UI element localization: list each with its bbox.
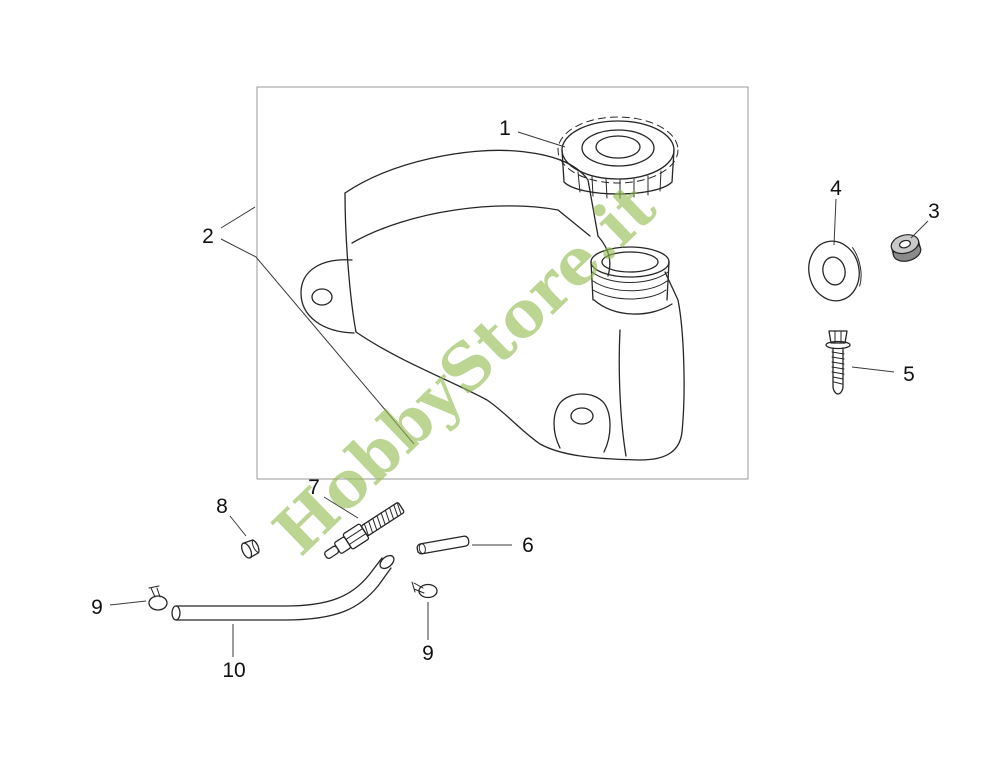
clamp-ring: [148, 595, 168, 611]
cap-knurl-edge: [557, 116, 679, 184]
cap-center-dome: [595, 135, 641, 159]
neck-opening-ellipse: [601, 251, 659, 273]
clamp-ears: [411, 581, 425, 594]
bolt-part-5: [825, 330, 851, 395]
callout-leader-lines: [109, 131, 929, 657]
tank-mount-hole: [311, 288, 333, 306]
callout-10: 10: [222, 659, 245, 682]
leader-8: [229, 515, 247, 537]
tank-bottom-tab-hole: [570, 407, 594, 425]
neck-thread-lines: [591, 271, 669, 300]
hose-top-edge: [175, 557, 383, 607]
washer-hole: [822, 256, 846, 286]
callout-2: 2: [202, 225, 214, 248]
bolt-flange: [825, 340, 851, 350]
tube-end: [418, 543, 426, 555]
leader-4: [833, 198, 837, 246]
cap-inner-ring: [581, 129, 655, 167]
clamp-part-9-left: [148, 585, 168, 611]
grommet-flange: [251, 539, 260, 554]
tank-bottom-edge: [355, 271, 685, 461]
tank-shoulder-line: [593, 299, 673, 315]
tank-top-edge: [344, 149, 599, 237]
clamp-ring: [418, 583, 438, 599]
tube-body: [416, 535, 470, 555]
tank-bottom-tab: [553, 393, 611, 453]
fitting-hex-facets: [345, 528, 367, 545]
fitting-threaded-stud: [361, 502, 405, 537]
bolt-shank: [832, 347, 844, 395]
leader-1: [517, 131, 566, 148]
nut-part-3: [890, 234, 922, 262]
fuel-tank-part-2: [300, 149, 685, 461]
washer-part-4: [808, 240, 862, 302]
leader-9-left: [109, 600, 147, 606]
watermark-text: HobbyStore.it: [260, 169, 671, 570]
bolt-thread-lines: [831, 351, 845, 385]
fitting-part-7: [324, 502, 405, 559]
tube-part-6: [416, 535, 470, 555]
fitting-thread-hatch: [363, 502, 402, 537]
leader-5: [851, 366, 895, 373]
tank-body-crease: [618, 329, 627, 457]
callout-9-right: 9: [422, 642, 434, 665]
neck-right-side: [666, 261, 670, 301]
tank-left-edge: [344, 192, 357, 333]
tank-neck-threads: [590, 246, 670, 301]
tank-mount-flange: [300, 259, 355, 334]
leader-3: [910, 220, 929, 239]
grommet-part-8: [240, 539, 260, 559]
tank-top-step-line: [351, 205, 591, 244]
cap-skirt: [561, 149, 675, 195]
callout-1: 1: [499, 117, 511, 140]
hose-bottom-edge: [175, 567, 392, 621]
neck-left-side: [590, 261, 594, 301]
nut-side-lines: [890, 240, 922, 256]
callout-3: 3: [928, 200, 940, 223]
callout-5: 5: [903, 363, 915, 386]
callout-9-left: 9: [91, 596, 103, 619]
fuel-cap-part-1: [557, 116, 679, 199]
callout-8: 8: [216, 495, 228, 518]
leader-7: [323, 496, 359, 519]
cap-rib-lines: [577, 170, 662, 199]
leader-2a: [220, 206, 256, 229]
callout-6: 6: [522, 534, 534, 557]
washer-edge: [852, 247, 862, 287]
hose-left-end: [171, 605, 181, 621]
assembly-boundary-box: [256, 86, 749, 480]
washer-outer: [808, 240, 860, 302]
leader-2b: [220, 238, 415, 445]
clamp-part-9-right: [411, 581, 438, 599]
callout-4: 4: [830, 177, 842, 200]
hose-part-10: [171, 554, 395, 621]
callout-7: 7: [308, 476, 320, 499]
hose-right-end: [379, 554, 395, 570]
nut-hole: [898, 239, 911, 249]
clamp-ears: [148, 585, 161, 598]
callout-numbers: 1 2 3 4 5 6 7 8 9 9 10: [91, 117, 940, 682]
